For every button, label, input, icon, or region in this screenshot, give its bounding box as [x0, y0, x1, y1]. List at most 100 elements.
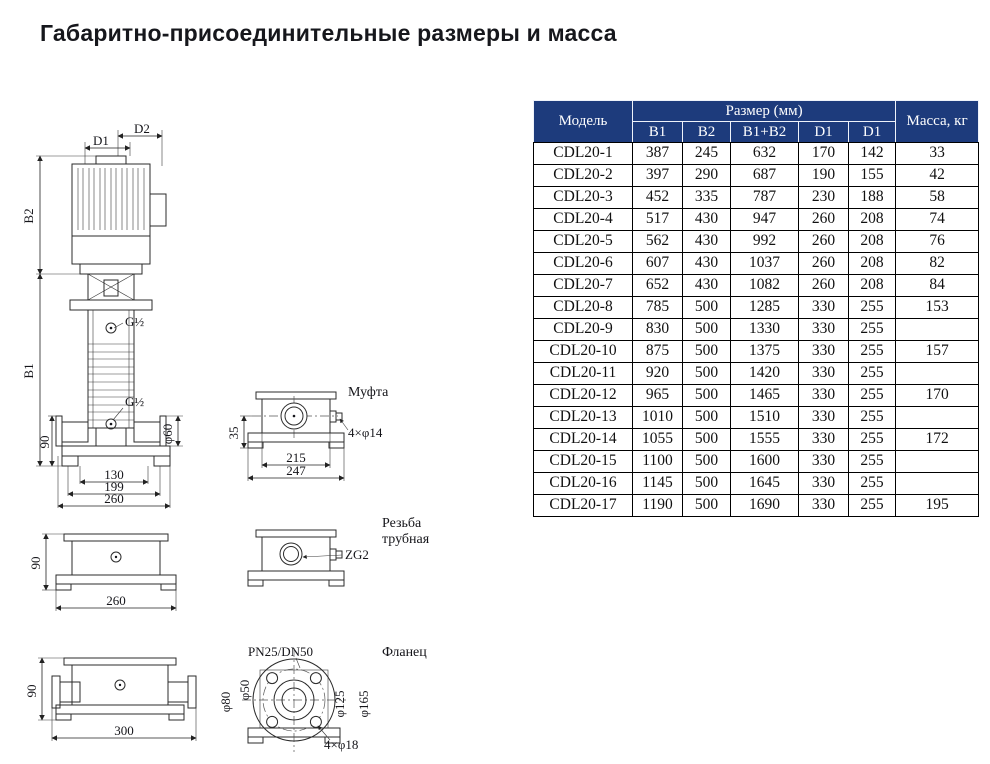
foot-left [61, 455, 79, 467]
size-cell: 1082 [730, 274, 799, 297]
dim-b2-label: B2 [21, 208, 36, 223]
size-cell: 255 [847, 406, 897, 429]
size-cell: 330 [798, 406, 849, 429]
size-cell: 920 [632, 362, 683, 385]
model-cell: CDL20-11 [533, 362, 633, 385]
size-cell: 1420 [730, 362, 799, 385]
size-cell: 387 [632, 142, 683, 165]
model-cell: CDL20-15 [533, 450, 633, 473]
size-cell: 1465 [730, 384, 799, 407]
bolt-hole [309, 715, 322, 728]
terminal-box [149, 193, 167, 227]
model-cell: CDL20-7 [533, 274, 633, 297]
zg2-label: ZG2 [345, 547, 369, 562]
mass-cell: 42 [895, 164, 980, 187]
mass-cell: 172 [895, 428, 980, 451]
size-cell: 652 [632, 274, 683, 297]
size-cell: 330 [798, 494, 849, 517]
size-cell: 1055 [632, 428, 683, 451]
size-cell: 1645 [730, 472, 799, 495]
size-cell: 1010 [632, 406, 683, 429]
mass-cell: 170 [895, 384, 980, 407]
size-cell: 1190 [632, 494, 683, 517]
size-cell: 500 [682, 472, 731, 495]
flange-outer-circle [252, 658, 336, 742]
size-cell: 255 [847, 340, 897, 363]
dim-phi50-label: φ50 [237, 680, 252, 701]
port-pipe-left [61, 421, 89, 443]
foot-right [153, 455, 171, 467]
size-cell: 785 [632, 296, 683, 319]
size-cell: 1100 [632, 450, 683, 473]
size-cell: 255 [847, 428, 897, 451]
model-cell: CDL20-6 [533, 252, 633, 275]
size-cell: 155 [847, 164, 897, 187]
size-cell: 260 [798, 274, 849, 297]
size-cell: 335 [682, 186, 731, 209]
model-cell: CDL20-5 [533, 230, 633, 253]
size-cell: 500 [682, 362, 731, 385]
g-half-bottom-label: G½ [125, 394, 144, 409]
size-cell: 500 [682, 494, 731, 517]
size-cell: 255 [847, 494, 897, 517]
size-cell: 875 [632, 340, 683, 363]
size-cell: 1690 [730, 494, 799, 517]
size-cell: 452 [632, 186, 683, 209]
size-cell: 330 [798, 428, 849, 451]
pump-head-flange [69, 299, 153, 311]
port-flange-left [55, 415, 63, 447]
col-header-b1: B1 [632, 121, 683, 143]
size-cell: 255 [847, 318, 897, 341]
flange-caption: Фланец [382, 645, 427, 660]
drawing-pipe-thread: Резьба трубная ZG2 [247, 516, 430, 587]
col-header-b1b2: B1+B2 [730, 121, 799, 143]
pump-stand [95, 427, 127, 447]
size-cell: 430 [682, 274, 731, 297]
g-half-top-label: G½ [125, 314, 144, 329]
thread-caption-line2: трубная [382, 532, 430, 547]
side-bolt [335, 412, 343, 421]
size-cell: 947 [730, 208, 799, 231]
size-cell: 330 [798, 472, 849, 495]
size-cell: 1510 [730, 406, 799, 429]
motor-fins [77, 168, 145, 230]
holes-4x14-label: 4×φ14 [348, 425, 383, 440]
mass-cell: 76 [895, 230, 980, 253]
size-cell: 255 [847, 296, 897, 319]
size-cell: 255 [847, 472, 897, 495]
dim-215-label: 215 [286, 450, 306, 465]
size-cell: 687 [730, 164, 799, 187]
size-cell: 260 [798, 230, 849, 253]
bolt-hole [266, 715, 279, 728]
model-cell: CDL20-10 [533, 340, 633, 363]
drawing-base-260: 90 260 [28, 533, 177, 611]
model-cell: CDL20-16 [533, 472, 633, 495]
size-cell: 1600 [730, 450, 799, 473]
col-header-mass: Масса, кг [895, 100, 980, 143]
size-cell: 245 [682, 142, 731, 165]
model-cell: CDL20-9 [533, 318, 633, 341]
size-cell: 255 [847, 362, 897, 385]
size-cell: 188 [847, 186, 897, 209]
size-cell: 500 [682, 384, 731, 407]
motor-flange [79, 263, 143, 275]
mass-cell [895, 450, 980, 473]
size-cell: 1145 [632, 472, 683, 495]
size-cell: 1285 [730, 296, 799, 319]
mass-cell [895, 472, 980, 495]
col-header-size-group: Размер (мм) [631, 100, 897, 122]
size-cell: 397 [632, 164, 683, 187]
size-cell: 330 [798, 450, 849, 473]
dim-90b-label: 90 [28, 557, 43, 570]
thread-caption-line1: Резьба [382, 516, 422, 531]
